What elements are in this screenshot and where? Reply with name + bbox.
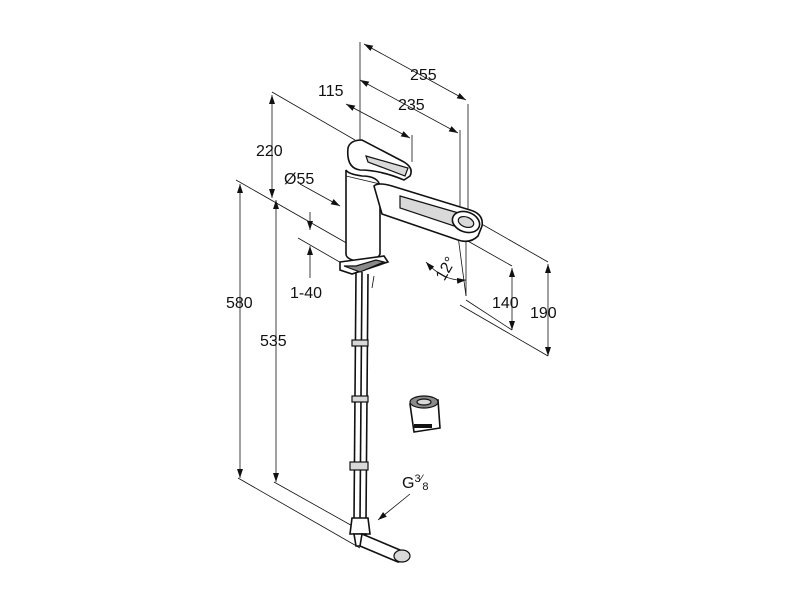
label-235: 235 — [398, 97, 425, 114]
label-140: 140 — [492, 295, 519, 312]
label-220: 220 — [256, 143, 283, 160]
label-thread-denominator: 8 — [422, 481, 428, 493]
label-115: 115 — [318, 83, 344, 100]
label-diameter-55: Ø55 — [284, 171, 314, 188]
label-thread-numerator: 3 — [414, 473, 420, 485]
label-190: 190 — [530, 305, 557, 322]
label-535: 535 — [260, 333, 287, 350]
label-angle-12: 12° — [433, 254, 460, 283]
label-255: 255 — [410, 67, 437, 84]
label-1-40: 1-40 — [290, 285, 322, 302]
label-580: 580 — [226, 295, 253, 312]
faucet-body — [339, 139, 484, 563]
label-thread-letter: G — [402, 475, 414, 492]
label-thread-g: G3⁄8 — [402, 473, 429, 493]
